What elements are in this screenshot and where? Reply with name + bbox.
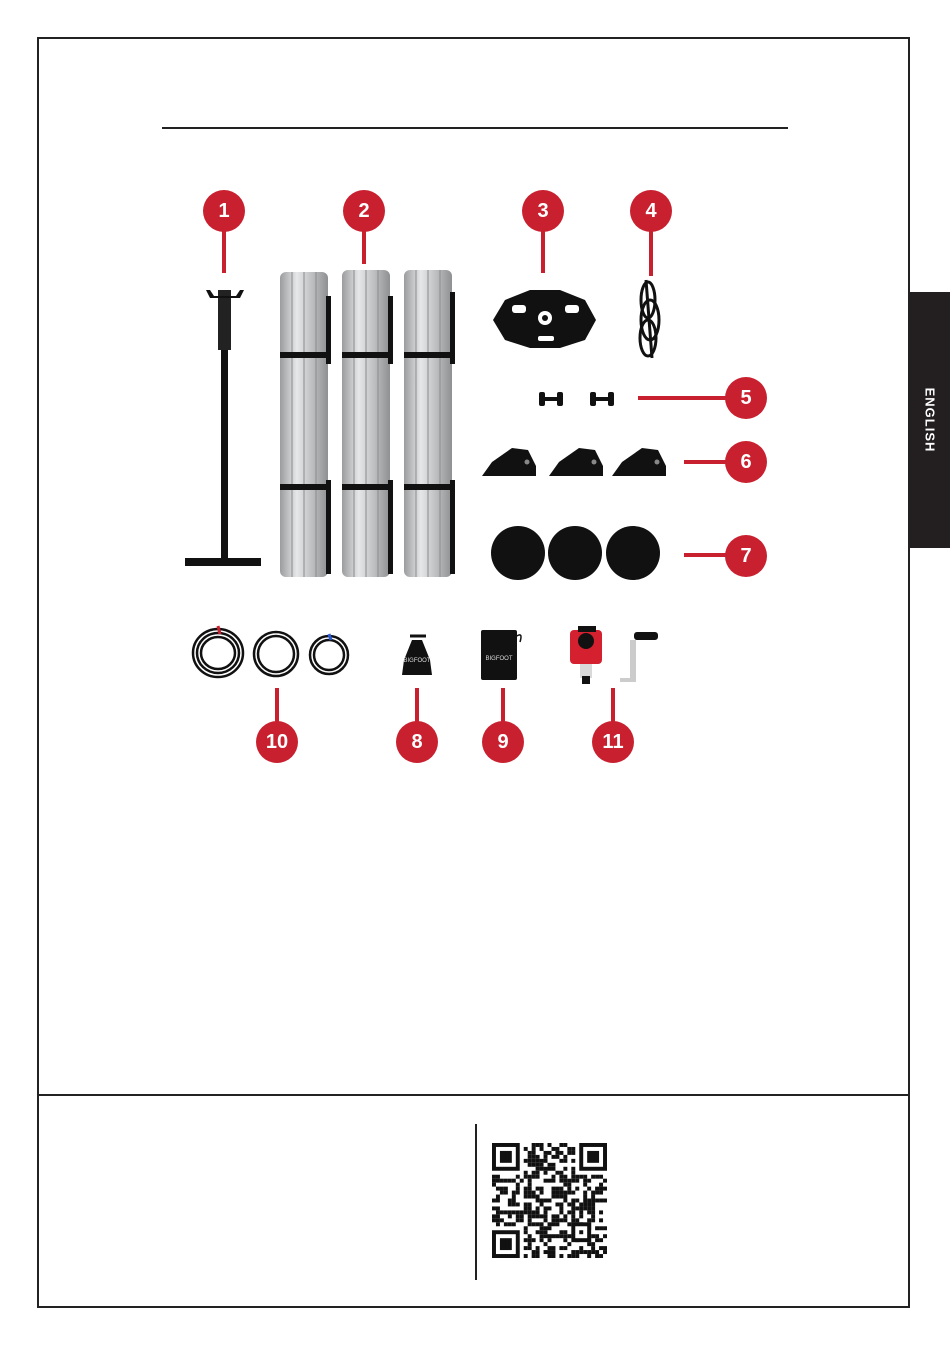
round-weights-image (491, 526, 660, 580)
part-badge-11: 11 (592, 721, 634, 763)
leader-line-8 (415, 688, 419, 724)
cable-coils-image (193, 626, 348, 677)
winch-image (570, 626, 658, 684)
part-badge-3: 3 (522, 190, 564, 232)
bag-logo-text: BIGFOOT (486, 656, 513, 662)
storage-bag-image: BIGFOOT (481, 630, 521, 680)
leader-line-9 (501, 688, 505, 724)
part-badge-9: 9 (482, 721, 524, 763)
leader-line-4 (649, 228, 653, 276)
part-badge-1: 1 (203, 190, 245, 232)
leader-line-3 (541, 228, 545, 273)
drawstring-bag-image: BIGFOOT (402, 636, 432, 675)
part-badge-8: 8 (396, 721, 438, 763)
rope-coil-image (640, 280, 659, 358)
part-badge-6: 6 (725, 441, 767, 483)
part-badge-4: 4 (630, 190, 672, 232)
leader-line-10 (275, 688, 279, 724)
part-badge-7: 7 (725, 535, 767, 577)
leader-line-2 (362, 228, 366, 264)
leader-line-11 (611, 688, 615, 724)
stand-image (185, 290, 261, 566)
part-badge-2: 2 (343, 190, 385, 232)
hub-plate-image (493, 290, 596, 348)
pole-bundles-image (280, 270, 455, 577)
bag-logo-text-small: BIGFOOT (404, 658, 431, 664)
leader-line-5 (638, 396, 730, 400)
part-badge-10: 10 (256, 721, 298, 763)
part-badge-5: 5 (725, 377, 767, 419)
pins-image (539, 392, 614, 406)
qr-code[interactable] (492, 1143, 607, 1258)
corner-brackets-image (482, 448, 666, 476)
leader-line-1 (222, 228, 226, 273)
